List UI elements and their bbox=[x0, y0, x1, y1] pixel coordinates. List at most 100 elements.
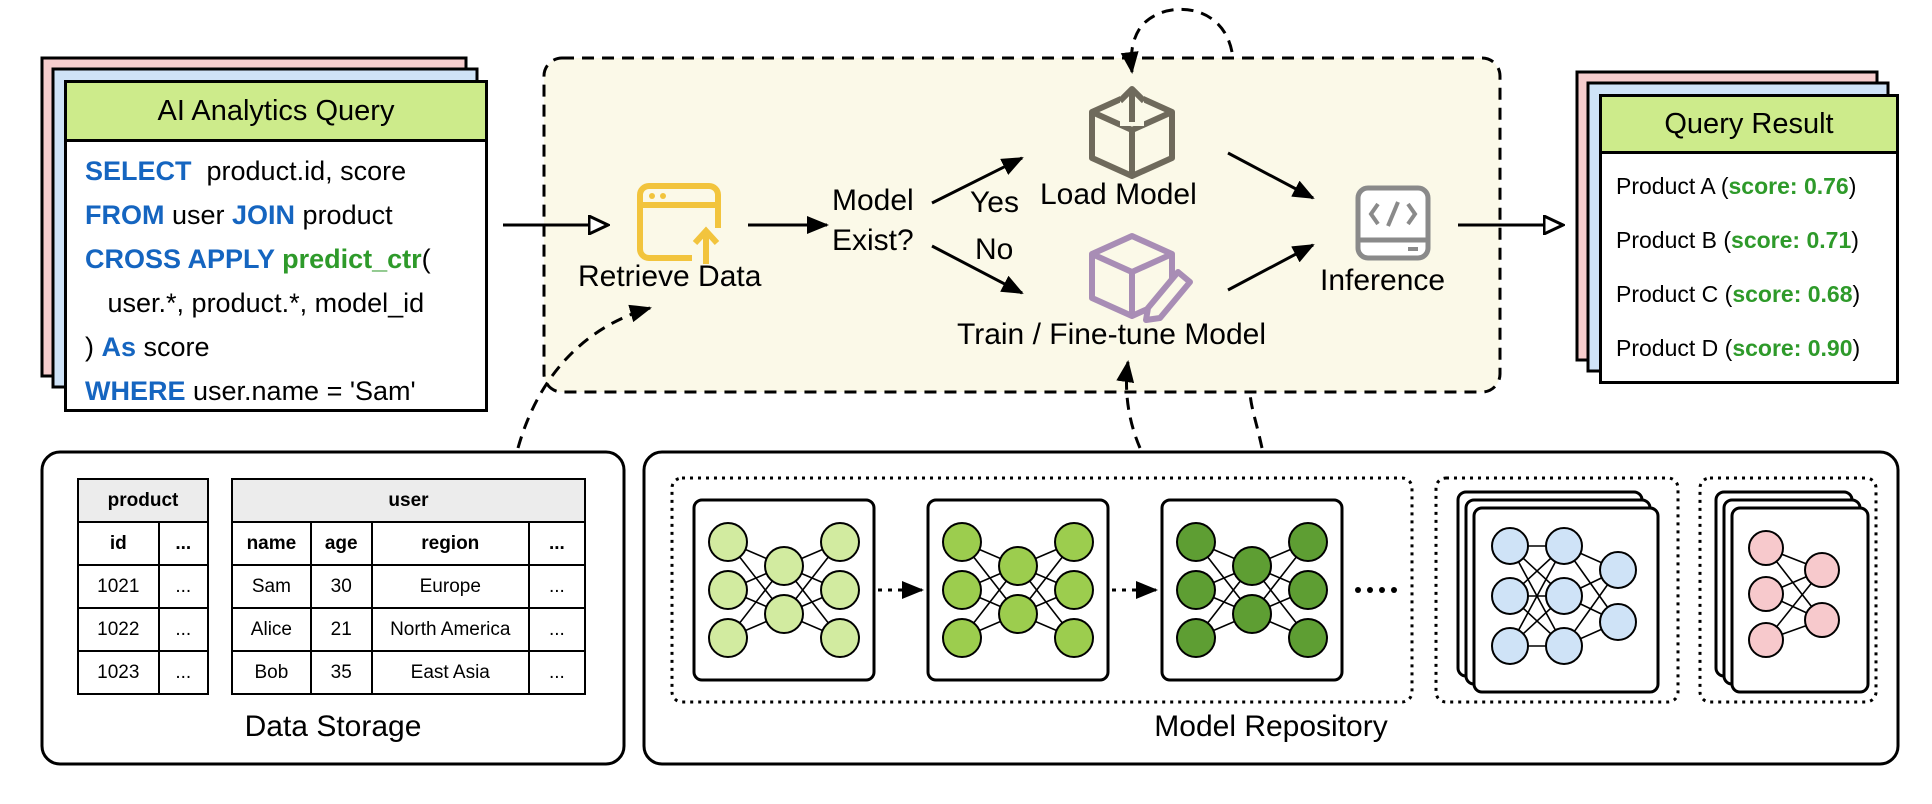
arrow-no bbox=[931, 244, 1024, 295]
more-models-ellipsis bbox=[1355, 587, 1397, 593]
neuron-node bbox=[820, 570, 860, 610]
model-exist-label-1: Model bbox=[832, 184, 914, 217]
neuron-node bbox=[1054, 618, 1094, 658]
result-list: Product A (score: 0.76)Product B (score:… bbox=[1616, 159, 1860, 375]
product-table-name: product bbox=[77, 478, 209, 523]
neuron-node bbox=[1804, 552, 1840, 588]
table-cell: Bob bbox=[231, 650, 312, 695]
column-header: id bbox=[77, 521, 160, 566]
result-row: Product A (score: 0.76) bbox=[1616, 173, 1857, 199]
result-score: score: 0.90 bbox=[1732, 335, 1853, 361]
sql-keyword: CROSS APPLY bbox=[85, 244, 283, 274]
table-cell: Sam bbox=[231, 564, 312, 609]
no-label: No bbox=[975, 233, 1014, 266]
neural-network-icon bbox=[942, 522, 1094, 658]
neuron-node bbox=[1491, 627, 1529, 665]
neural-network-icon bbox=[708, 522, 860, 658]
sql-line: ) As score bbox=[85, 325, 431, 369]
dashed-storage-to-retrieve bbox=[516, 304, 652, 449]
neuron-node bbox=[1054, 570, 1094, 610]
repo-green-group bbox=[670, 476, 1414, 704]
inference-icon bbox=[1355, 185, 1431, 261]
neuron-node bbox=[1054, 522, 1094, 562]
table-cell: 35 bbox=[309, 650, 373, 695]
retrieve-data-label: Retrieve Data bbox=[578, 260, 762, 293]
neuron-node bbox=[1748, 622, 1784, 658]
sql-keyword: SELECT bbox=[85, 156, 192, 186]
sql-keyword: FROM bbox=[85, 200, 165, 230]
query-card-title: AI Analytics Query bbox=[67, 83, 485, 142]
user-table-name: user bbox=[231, 478, 586, 523]
neural-network-icon bbox=[1748, 530, 1840, 658]
table-row: 1023... bbox=[77, 650, 210, 695]
column-header: ... bbox=[157, 521, 210, 566]
result-card-title: Query Result bbox=[1602, 97, 1896, 154]
table-cell: Europe bbox=[370, 564, 530, 609]
table-cell: 30 bbox=[309, 564, 373, 609]
table-cell: ... bbox=[157, 650, 210, 695]
neuron-node bbox=[998, 546, 1038, 586]
train-model-box-icon bbox=[1089, 233, 1193, 323]
neuron-node bbox=[942, 522, 982, 562]
neuron-node bbox=[1176, 618, 1216, 658]
neural-network-icon bbox=[1491, 527, 1637, 665]
table-cell: ... bbox=[157, 607, 210, 652]
neuron-node bbox=[820, 522, 860, 562]
neuron-node bbox=[1232, 546, 1272, 586]
table-cell: Alice bbox=[231, 607, 312, 652]
result-product: Product B ( bbox=[1616, 227, 1732, 253]
arrow-yes bbox=[931, 156, 1024, 205]
load-model-box-icon bbox=[1089, 86, 1175, 179]
neuron-node bbox=[1232, 594, 1272, 634]
table-row: 1021... bbox=[77, 564, 210, 609]
retrieve-data-icon bbox=[637, 183, 722, 264]
yes-label: Yes bbox=[970, 186, 1019, 219]
table-cell: 1021 bbox=[77, 564, 160, 609]
model-repository-caption: Model Repository bbox=[1154, 710, 1388, 743]
sql-text: user.name = 'Sam' bbox=[185, 376, 416, 406]
arrow-train-to-inference bbox=[1227, 243, 1315, 292]
neuron-node bbox=[1288, 570, 1328, 610]
arrow-load-to-inference bbox=[1227, 151, 1315, 200]
sql-line: SELECT product.id, score bbox=[85, 149, 431, 193]
table-cell: ... bbox=[157, 564, 210, 609]
table-cell: ... bbox=[527, 650, 587, 695]
neuron-node bbox=[1748, 530, 1784, 566]
repo-blue-group bbox=[1434, 476, 1680, 704]
neuron-node bbox=[1288, 618, 1328, 658]
product-table: product id...1021...1022...1023... bbox=[77, 478, 210, 695]
query-card: AI Analytics Query SELECT product.id, sc… bbox=[64, 80, 488, 412]
sql-text: product.id, score bbox=[191, 156, 407, 186]
sql-keyword: As bbox=[101, 332, 137, 362]
data-storage-caption: Data Storage bbox=[244, 710, 422, 743]
table-cell: 1023 bbox=[77, 650, 160, 695]
neuron-node bbox=[942, 618, 982, 658]
neuron-node bbox=[1176, 522, 1216, 562]
neuron-node bbox=[1748, 576, 1784, 612]
neuron-node bbox=[1545, 627, 1583, 665]
neuron-node bbox=[1545, 577, 1583, 615]
sql-keyword: WHERE bbox=[85, 376, 186, 406]
result-row: Product D (score: 0.90) bbox=[1616, 335, 1861, 361]
neuron-node bbox=[1804, 602, 1840, 638]
sql-text: ) bbox=[85, 332, 102, 362]
dashed-loop-load-model bbox=[1120, 7, 1234, 74]
column-header: ... bbox=[527, 521, 587, 566]
neuron-node bbox=[708, 522, 748, 562]
sql-line: FROM user JOIN product bbox=[85, 193, 431, 237]
model-exist-label-2: Exist? bbox=[832, 224, 914, 257]
result-score: score: 0.71 bbox=[1731, 227, 1852, 253]
neuron-node bbox=[708, 618, 748, 658]
result-score: score: 0.68 bbox=[1732, 281, 1853, 307]
table-cell: 21 bbox=[309, 607, 373, 652]
result-product: Product D ( bbox=[1616, 335, 1733, 361]
sql-text: product bbox=[295, 200, 393, 230]
dashed-repo-to-train-a bbox=[1116, 360, 1142, 449]
table-cell: East Asia bbox=[370, 650, 530, 695]
train-model-label: Train / Fine-tune Model bbox=[957, 318, 1267, 351]
table-cell: ... bbox=[527, 564, 587, 609]
